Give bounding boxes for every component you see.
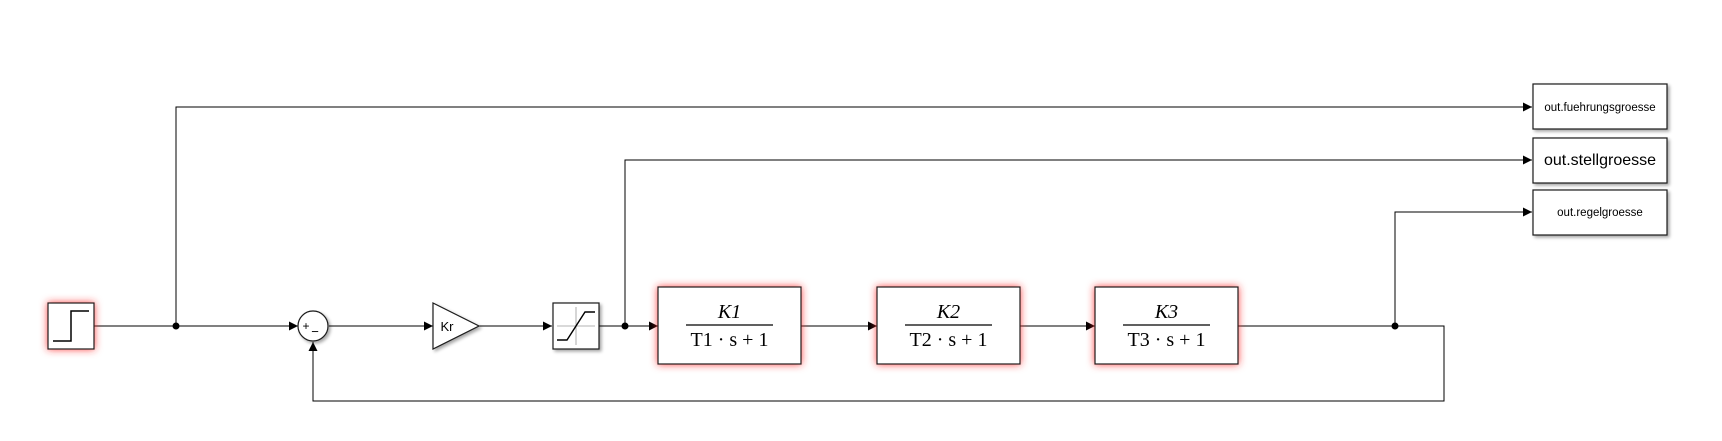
tf1-denominator: T1 · s + 1 [691,329,769,351]
gain-label: Kr [441,319,455,334]
line-to-stellgroesse[interactable] [624,155,1532,326]
branch-points [172,322,1399,330]
tf2-denominator: T2 · s + 1 [910,329,988,351]
gain-block[interactable]: Kr [432,302,481,350]
transfer-function-2[interactable]: K2 T2 · s + 1 [876,286,1021,365]
outport-fuehrungsgroesse-label: out.fuehrungsgroesse [1544,102,1655,114]
tf3-numerator: K3 [1154,301,1178,323]
saturation-block[interactable] [552,302,600,350]
line-feedback[interactable] [308,325,1445,402]
outport-regelgroesse[interactable]: out.regelgroesse [1532,189,1668,236]
sum-plus-sign: + [302,319,309,333]
branch-point [1391,322,1399,330]
outport-stellgroesse[interactable]: out.stellgroesse [1532,137,1668,184]
signal-lines [93,102,1532,402]
branch-point [172,322,180,330]
saturation-icon [557,307,595,345]
tf2-numerator: K2 [936,301,960,323]
step-icon [53,310,89,342]
branch-point [621,322,629,330]
line-to-fuehrungsgroesse[interactable] [175,102,1532,326]
outport-stellgroesse-label: out.stellgroesse [1544,152,1656,169]
sum-minus-sign: − [311,324,319,339]
outport-fuehrungsgroesse[interactable]: out.fuehrungsgroesse [1532,83,1668,130]
step-block[interactable] [47,302,95,350]
transfer-function-1[interactable]: K1 T1 · s + 1 [657,286,802,365]
outport-regelgroesse-label: out.regelgroesse [1557,207,1643,219]
line-to-regelgroesse[interactable] [1394,207,1532,326]
tf1-numerator: K1 [717,301,741,323]
transfer-function-3[interactable]: K3 T3 · s + 1 [1094,286,1239,365]
sum-block[interactable]: + − [297,310,329,342]
tf3-denominator: T3 · s + 1 [1128,329,1206,351]
